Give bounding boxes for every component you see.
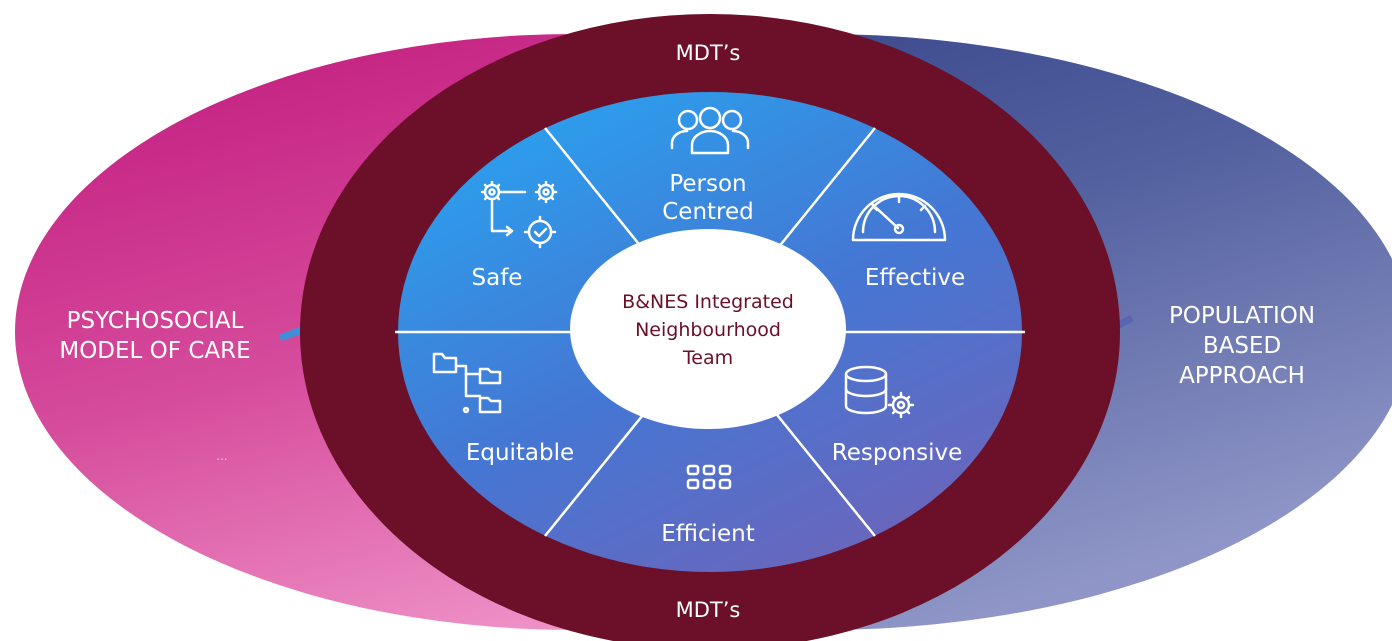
center-circle bbox=[570, 229, 846, 429]
people-group-icon bbox=[670, 106, 750, 155]
segment-effective-label: Effective bbox=[865, 265, 965, 291]
center-label-line2: Neighbourhood bbox=[635, 319, 781, 341]
population-label-line1: POPULATION bbox=[1169, 303, 1315, 329]
center-label-line1: B&NES Integrated bbox=[622, 291, 794, 313]
segment-responsive-label: Responsive bbox=[832, 440, 962, 466]
segment-efficient-label: Efficient bbox=[661, 521, 755, 547]
mdt-bottom-label: MDT’s bbox=[676, 598, 741, 622]
psychosocial-ellipsis: ... bbox=[216, 449, 227, 463]
grid-icon bbox=[686, 464, 732, 490]
population-label-line3: APPROACH bbox=[1179, 363, 1305, 389]
segment-person-centred-line2: Centred bbox=[662, 199, 754, 225]
gears-workflow-icon bbox=[480, 180, 558, 249]
mdt-top-label: MDT’s bbox=[676, 41, 741, 65]
center-label-line3: Team bbox=[682, 347, 733, 369]
segment-equitable-label: Equitable bbox=[466, 440, 574, 466]
gauge-icon bbox=[851, 192, 947, 242]
database-settings-icon bbox=[844, 365, 915, 419]
population-label-line2: BASED bbox=[1203, 333, 1281, 359]
segment-safe-label: Safe bbox=[472, 265, 523, 291]
folder-tree-icon bbox=[432, 352, 502, 414]
psychosocial-label-line2: MODEL OF CARE bbox=[59, 338, 250, 364]
psychosocial-label-line1: PSYCHOSOCIAL bbox=[67, 308, 244, 334]
segment-person-centred-line1: Person bbox=[669, 171, 746, 197]
